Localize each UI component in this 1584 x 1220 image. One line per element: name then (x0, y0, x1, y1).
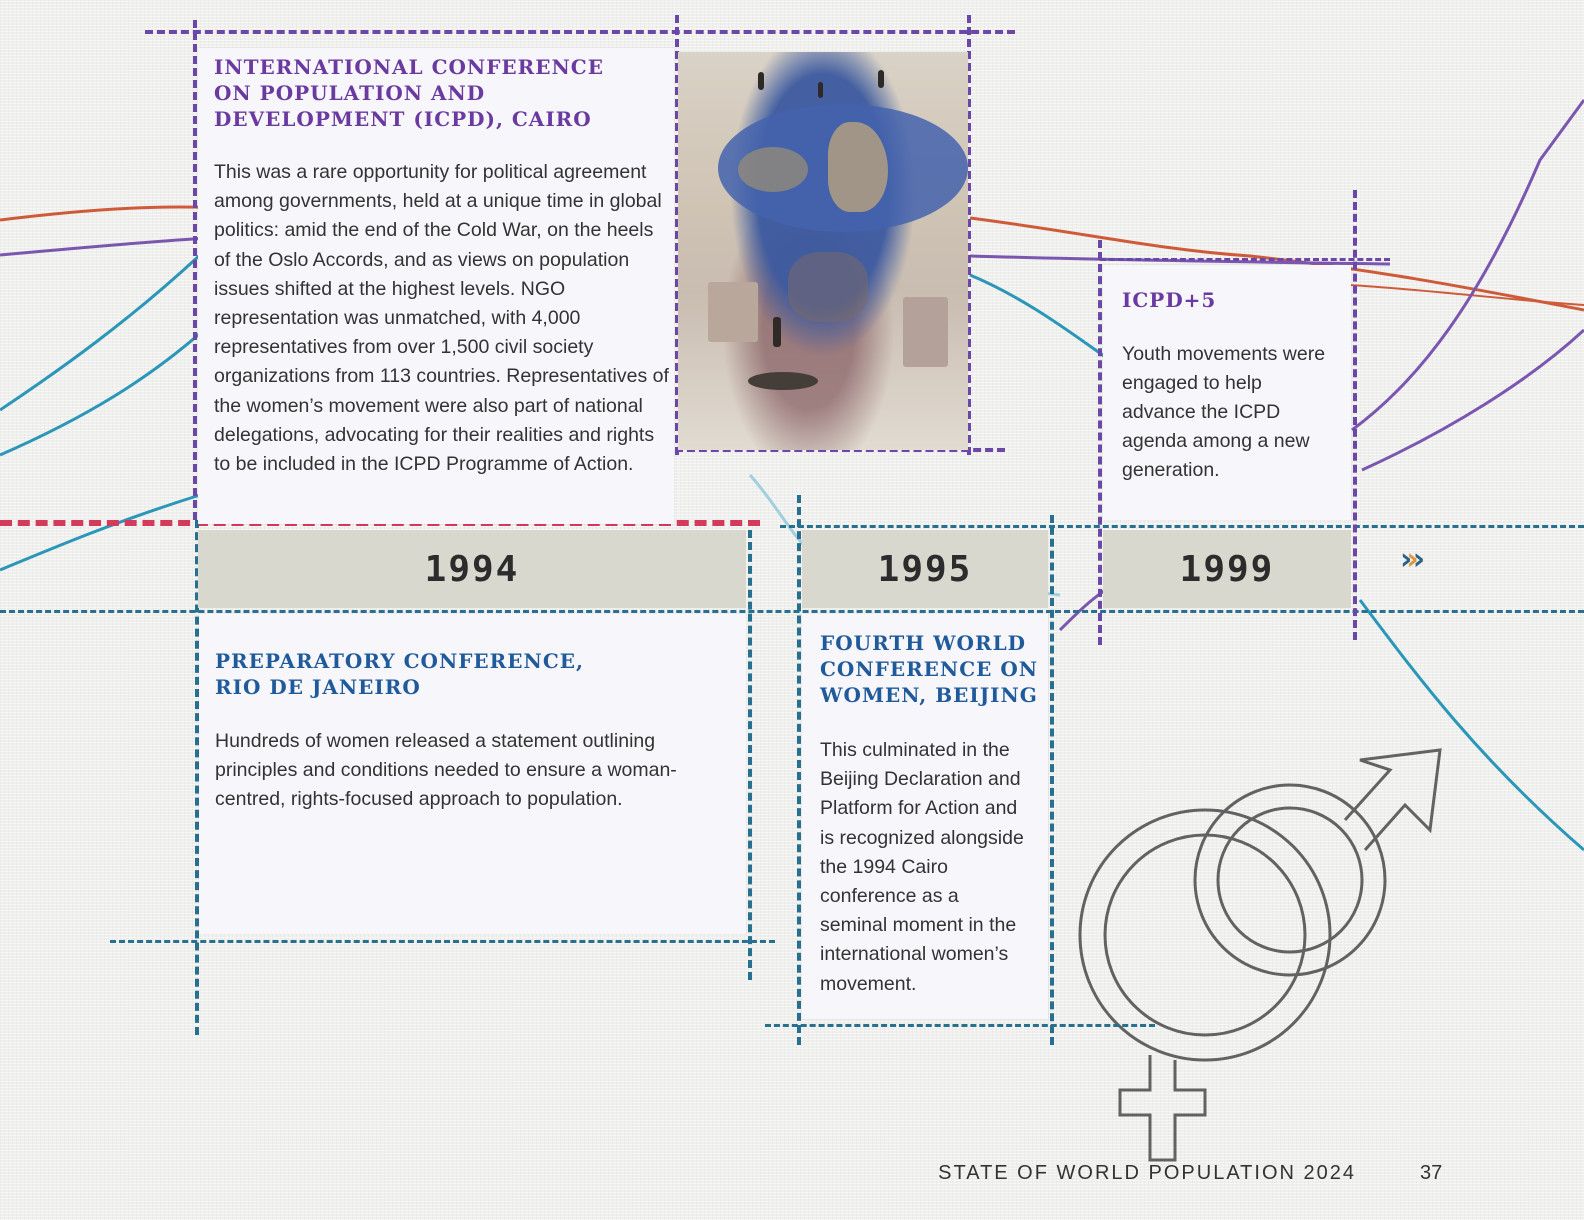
teal-stitch-left (195, 520, 199, 1035)
violet-stitch-photo-right (967, 15, 971, 455)
event-card-icpd-cairo: International Conference on Population a… (198, 48, 674, 524)
year-band-1995: 1995 (802, 530, 1048, 608)
gender-symbol-icon (1078, 748, 1442, 1162)
page-number: 37 (1420, 1162, 1443, 1184)
event-card-beijing: Fourth World Conference on Women, Beijin… (802, 614, 1048, 1019)
title-line: Conference on (820, 657, 1039, 681)
event-title: Fourth World Conference on Women, Beijin… (820, 630, 1038, 708)
event-title: Preparatory Conference, Rio de Janeiro (215, 648, 584, 700)
event-card-rio: Preparatory Conference, Rio de Janeiro H… (199, 614, 746, 934)
title-line: Fourth World (820, 631, 1026, 655)
year-label: 1995 (877, 548, 973, 590)
teal-stitch-line-rio (110, 940, 775, 943)
year-label: 1999 (1179, 548, 1275, 590)
violet-stitch-photo-left (675, 15, 679, 455)
violet-stitch-line-photo (675, 448, 1005, 452)
event-card-icpd-5: ICPD+5 Youth movements were engaged to h… (1103, 265, 1351, 520)
year-band-1999: 1999 (1103, 530, 1351, 608)
title-line: Rio de Janeiro (215, 675, 421, 699)
publication-title: STATE OF WORLD POPULATION 2024 (938, 1162, 1356, 1184)
violet-stitch-left (193, 20, 197, 520)
teal-stitch-1995-right (1050, 515, 1054, 1045)
event-title: International Conference on Population a… (214, 54, 604, 132)
event-body: This culminated in the Beijing Declarati… (820, 739, 1024, 995)
teal-stitch-line-beijing (765, 1024, 1155, 1027)
event-body: Youth movements were engaged to help adv… (1122, 343, 1326, 481)
title-line: International Conference (214, 55, 604, 79)
year-label: 1994 (424, 548, 520, 590)
teal-stitch-1994-right (748, 530, 752, 980)
violet-stitch-icpd5-left (1098, 240, 1102, 645)
teal-stitch-line-bottom (0, 610, 1584, 613)
teal-stitch-line-top (780, 525, 1584, 528)
teal-stitch-1995-left (797, 495, 801, 1045)
violet-stitch-icpd5-right (1353, 190, 1357, 640)
violet-stitch-line-icpd5 (1100, 258, 1390, 261)
title-line: Preparatory Conference, (215, 649, 584, 673)
photo-collage-image (678, 52, 968, 450)
event-body: Hundreds of women released a statement o… (215, 730, 677, 811)
title-line: Women, Beijing (820, 683, 1038, 707)
event-title: ICPD+5 (1122, 288, 1217, 312)
violet-stitch-line-top (145, 30, 1015, 34)
continue-arrows-icon: ››› (1400, 542, 1426, 577)
title-line: Development (ICPD), Cairo (214, 107, 592, 131)
year-band-1994: 1994 (198, 530, 746, 608)
event-body: This was a rare opportunity for politica… (214, 161, 669, 476)
title-line: on Population and (214, 81, 486, 105)
